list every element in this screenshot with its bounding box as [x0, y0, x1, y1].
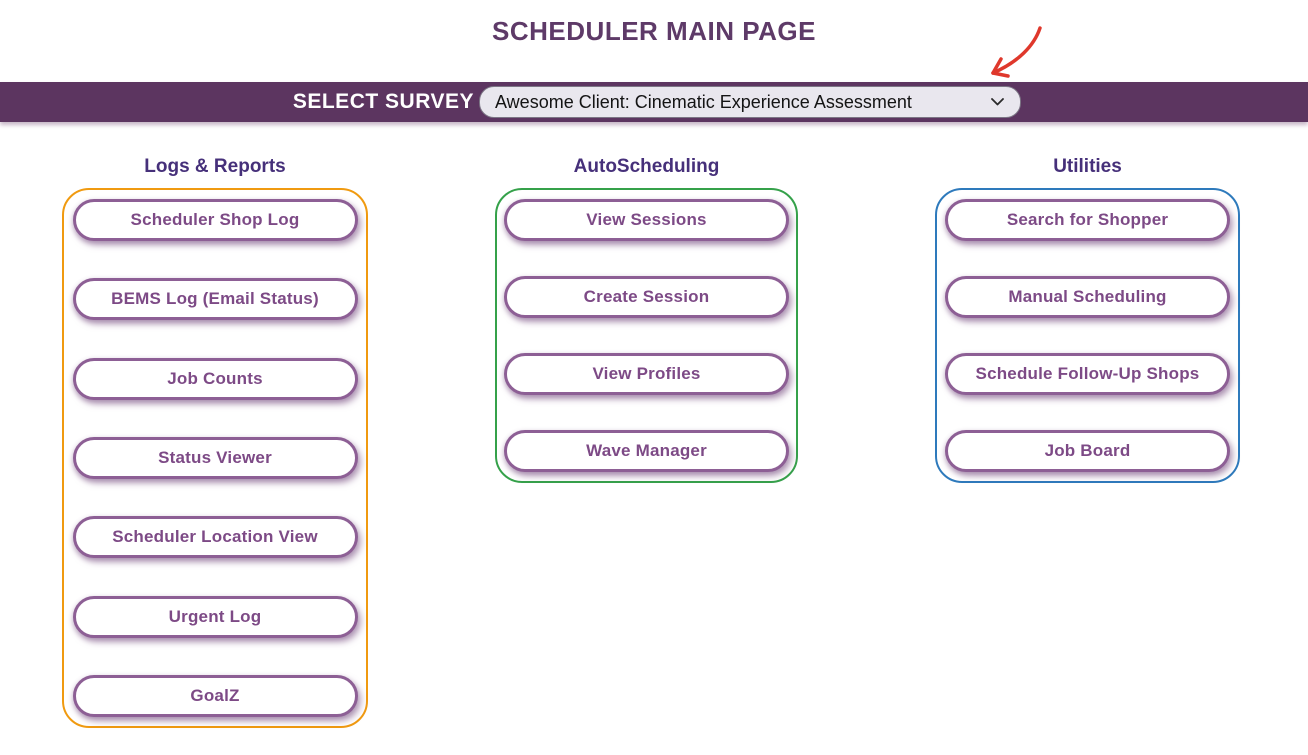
survey-dropdown[interactable]: Awesome Client: Cinematic Experience Ass… [479, 86, 1021, 118]
button-bems-log-email-status[interactable]: BEMS Log (Email Status) [72, 278, 358, 321]
column-title-logs-reports: Logs & Reports [144, 156, 286, 177]
button-view-profiles[interactable]: View Profiles [504, 353, 789, 395]
button-goalz[interactable]: GoalZ [72, 674, 358, 717]
button-search-for-shopper[interactable]: Search for Shopper [945, 199, 1230, 241]
button-wave-manager[interactable]: Wave Manager [504, 430, 789, 472]
button-scheduler-location-view[interactable]: Scheduler Location View [72, 516, 358, 559]
button-scheduler-shop-log[interactable]: Scheduler Shop Log [72, 199, 358, 241]
column-title-utilities: Utilities [1053, 156, 1122, 177]
button-create-session[interactable]: Create Session [504, 276, 789, 318]
survey-dropdown-value: Awesome Client: Cinematic Experience Ass… [495, 91, 912, 112]
button-manual-scheduling[interactable]: Manual Scheduling [945, 276, 1230, 318]
button-schedule-follow-up-shops[interactable]: Schedule Follow-Up Shops [945, 353, 1230, 395]
button-urgent-log[interactable]: Urgent Log [72, 595, 358, 638]
page-title: SCHEDULER MAIN PAGE [492, 16, 816, 46]
chevron-down-icon [991, 98, 1004, 106]
button-job-board[interactable]: Job Board [945, 430, 1230, 472]
button-status-viewer[interactable]: Status Viewer [72, 436, 358, 479]
select-survey-label: SELECT SURVEY [292, 90, 474, 113]
button-job-counts[interactable]: Job Counts [72, 357, 358, 400]
button-view-sessions[interactable]: View Sessions [504, 199, 789, 241]
survey-bar: SELECT SURVEY Awesome Client: Cinematic … [0, 82, 1308, 122]
column-title-autoscheduling: AutoScheduling [573, 156, 720, 177]
